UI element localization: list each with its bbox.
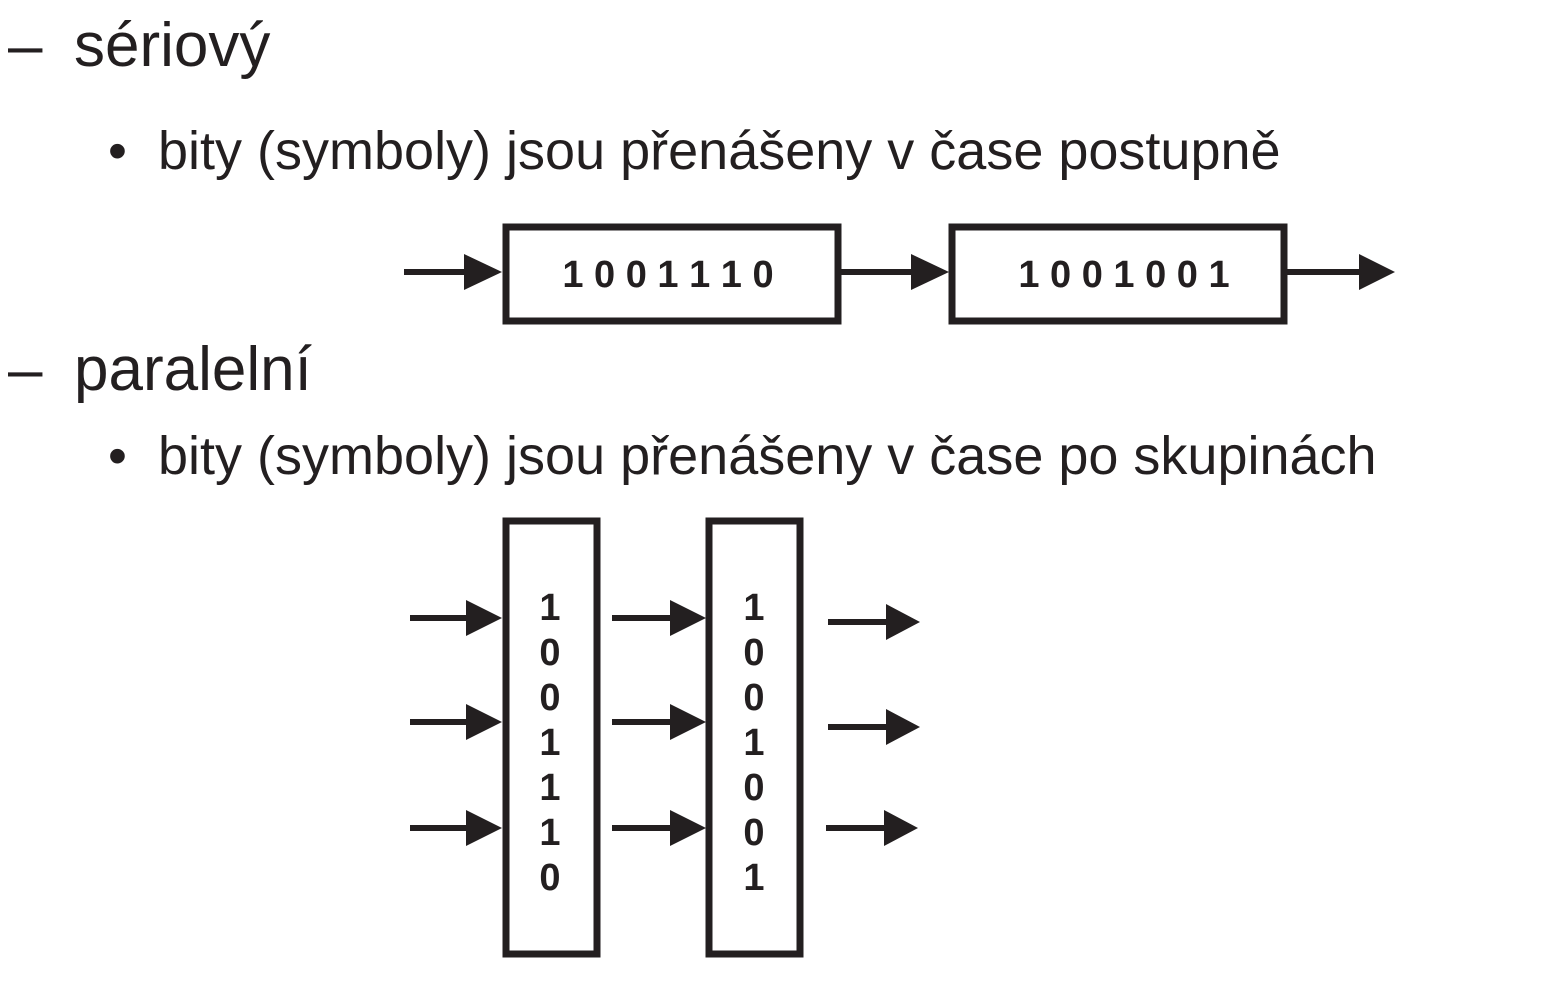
parallel-middle-arrowhead: [670, 704, 706, 740]
dash-marker: –: [8, 335, 43, 404]
parallel-heading-item: –paralelní: [8, 339, 312, 401]
bit: 0: [743, 767, 764, 809]
parallel-input-arrowhead: [466, 600, 502, 636]
parallel-heading: paralelní: [74, 335, 312, 404]
bit: 0: [743, 812, 764, 854]
bit: 1: [539, 587, 560, 629]
bit: 1: [743, 587, 764, 629]
serial-block-2: [948, 223, 1288, 325]
parallel-middle-arrowhead: [670, 810, 706, 846]
parallel-input-arrowhead: [466, 704, 502, 740]
parallel-middle-arrowhead: [670, 600, 706, 636]
bit: 0: [539, 632, 560, 674]
parallel-block-1: [502, 517, 601, 958]
serial-bullet-item: • bity (symboly) jsou přenášeny v čase po…: [108, 124, 1281, 178]
serial-middle-arrowhead: [911, 254, 949, 290]
serial-output-arrowhead: [1359, 254, 1395, 290]
bullet-marker: •: [108, 426, 127, 486]
bit: 1: [539, 767, 560, 809]
parallel-output-arrowhead: [886, 604, 920, 640]
parallel-block-1-bits: 1 0 0 1 1 1 0: [539, 587, 560, 899]
serial-diagram: 1 0 0 1 1 1 0 1 0 0 1 0 0 1: [404, 223, 1395, 325]
bit: 1: [743, 722, 764, 764]
serial-block-1: [502, 223, 842, 325]
bit: 0: [539, 677, 560, 719]
bit: 1: [743, 857, 764, 899]
bit: 0: [743, 632, 764, 674]
parallel-output-arrowhead: [886, 709, 920, 745]
serial-heading-item: –sériový: [8, 15, 270, 77]
parallel-input-arrowhead: [466, 810, 502, 846]
serial-block-2-bits: 1 0 0 1 0 0 1: [1018, 254, 1229, 296]
bit: 1: [539, 812, 560, 854]
serial-heading: sériový: [74, 11, 271, 80]
serial-block-1-bits: 1 0 0 1 1 1 0: [562, 254, 773, 296]
parallel-description: bity (symboly) jsou přenášeny v čase po …: [158, 426, 1377, 486]
parallel-diagram: 1 0 0 1 1 1 0 1 0 0 1 0 0 1: [410, 517, 920, 958]
dash-marker: –: [8, 11, 43, 80]
bit: 1: [539, 722, 560, 764]
parallel-block-2-bits: 1 0 0 1 0 0 1: [743, 587, 764, 899]
serial-input-arrowhead: [464, 254, 502, 290]
bit: 0: [743, 677, 764, 719]
parallel-output-arrowhead: [884, 810, 918, 846]
parallel-block-2: [705, 517, 804, 958]
serial-description: bity (symboly) jsou přenášeny v čase pos…: [158, 121, 1281, 181]
bit: 0: [539, 857, 560, 899]
bullet-marker: •: [108, 121, 127, 181]
parallel-bullet-item: • bity (symboly) jsou přenášeny v čase po…: [108, 429, 1377, 483]
